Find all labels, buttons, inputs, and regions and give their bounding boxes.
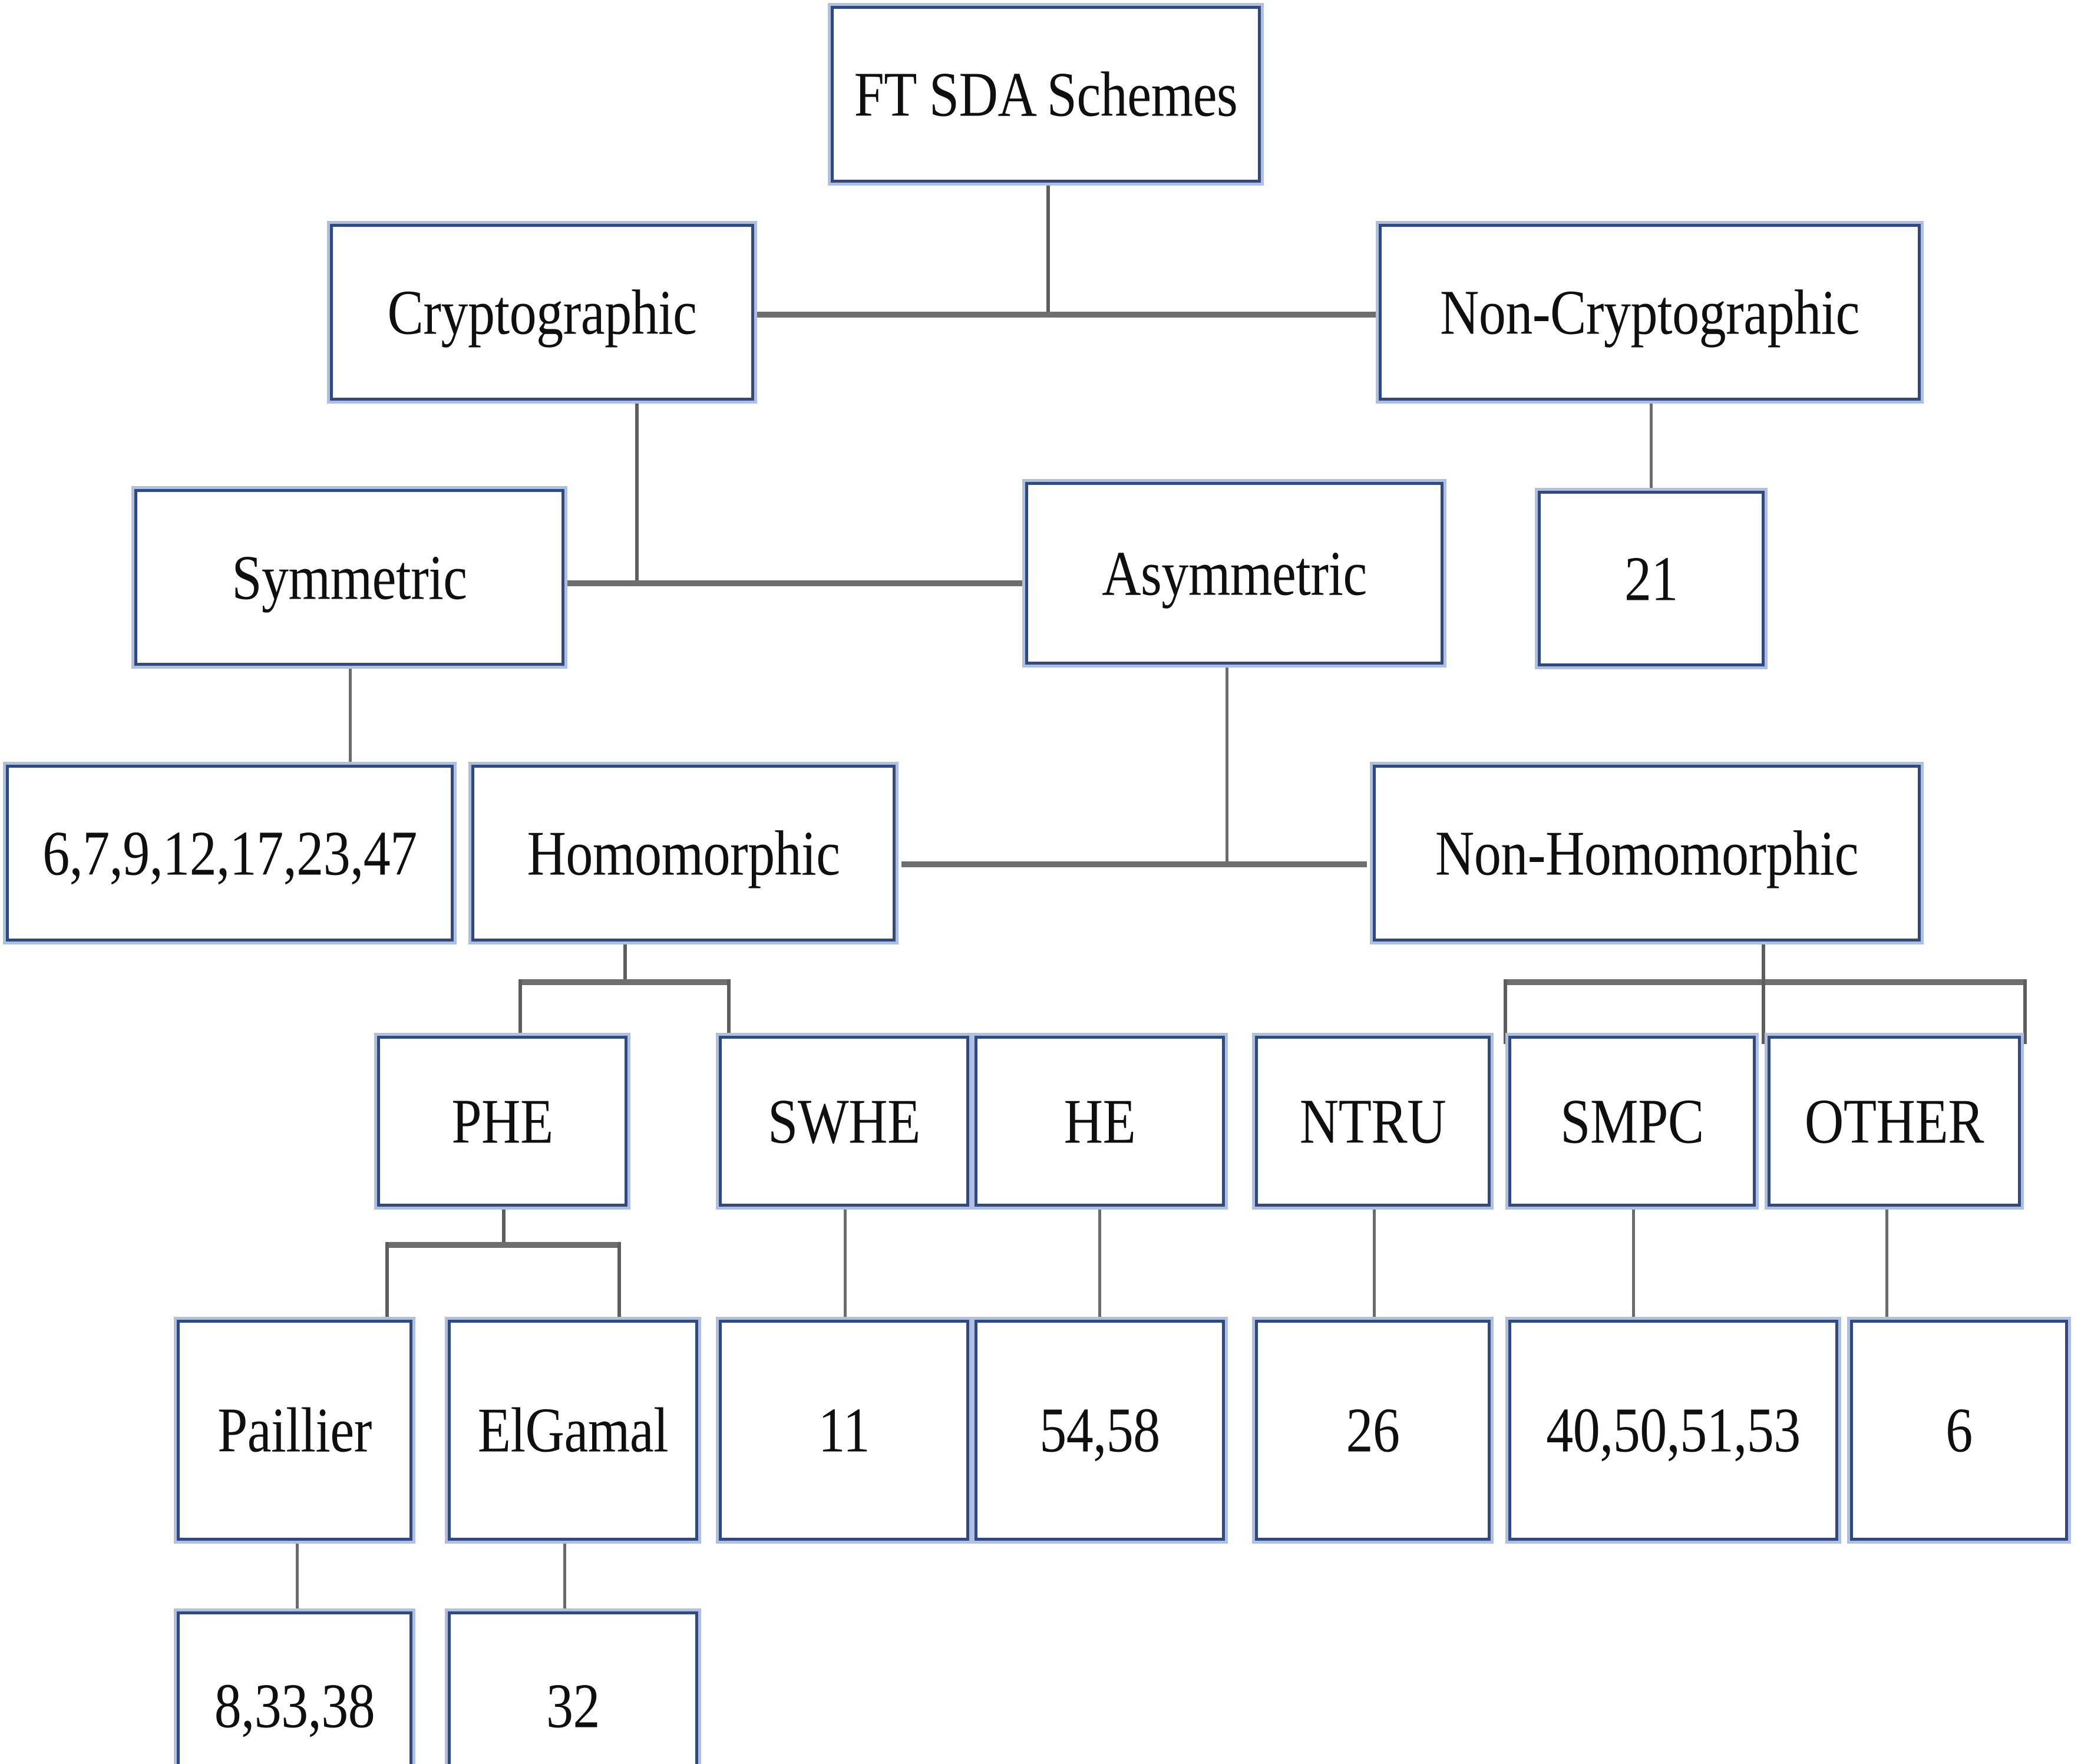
connector-phe-down	[502, 1205, 506, 1246]
connector-homomorphic-down	[623, 943, 627, 983]
connector-noncryptographic-to-21	[1650, 401, 1653, 492]
connector-elgamal-to-refs	[563, 1540, 566, 1612]
node-label: Homomorphic	[527, 817, 840, 888]
node-label: 32	[546, 1670, 600, 1741]
node-label: SWHE	[768, 1085, 920, 1157]
node-non-homomorphic[interactable]: Non-Homomorphic	[1373, 765, 1921, 942]
node-label: Symmetric	[232, 541, 467, 613]
node-asymmetric[interactable]: Asymmetric	[1025, 482, 1444, 665]
connector-level3-bus	[901, 861, 1367, 867]
node-label: 54,58	[1039, 1394, 1160, 1466]
node-label: Asymmetric	[1102, 537, 1367, 609]
connector-homomorphic-bus	[518, 979, 731, 985]
node-phe[interactable]: PHE	[377, 1036, 627, 1207]
node-smpc-refs[interactable]: 40,50,51,53	[1508, 1320, 1838, 1541]
connector-cryptographic-down	[635, 401, 639, 583]
connector-phe-bus	[385, 1242, 621, 1248]
node-label: NTRU	[1299, 1085, 1446, 1157]
connector-ntru-to-refs	[1373, 1205, 1376, 1320]
node-label: ElGamal	[477, 1394, 669, 1466]
node-label: SMPC	[1560, 1085, 1704, 1157]
connector-root-down	[1046, 180, 1050, 315]
node-label: PHE	[451, 1085, 553, 1157]
node-label: 11	[818, 1394, 870, 1466]
node-other-refs[interactable]: 6	[1850, 1320, 2068, 1541]
node-elgamal[interactable]: ElGamal	[448, 1320, 698, 1541]
node-label: Non-Cryptographic	[1439, 276, 1860, 348]
connector-bus-to-paillier	[385, 1242, 389, 1320]
node-label: 21	[1624, 543, 1679, 614]
node-he[interactable]: HE	[975, 1036, 1225, 1207]
node-label: 8,33,38	[214, 1670, 375, 1741]
node-cryptographic[interactable]: Cryptographic	[330, 224, 754, 401]
node-label: FT SDA Schemes	[854, 58, 1238, 130]
connector-bus-to-other	[2023, 979, 2027, 1044]
node-label: Cryptographic	[387, 276, 697, 348]
connector-swhe-to-refs	[844, 1205, 847, 1320]
node-homomorphic[interactable]: Homomorphic	[471, 765, 896, 942]
connector-bus-to-ntru	[1504, 979, 1507, 1044]
node-label: 40,50,51,53	[1546, 1394, 1801, 1466]
node-non-cryptographic[interactable]: Non-Cryptographic	[1379, 224, 1921, 401]
connector-nonhomomorphic-down	[1762, 943, 1765, 983]
connector-paillier-to-refs	[296, 1540, 299, 1612]
node-he-refs[interactable]: 54,58	[975, 1320, 1225, 1541]
node-paillier-refs[interactable]: 8,33,38	[177, 1611, 412, 1764]
node-label: 6,7,9,12,17,23,47	[42, 817, 417, 888]
node-paillier[interactable]: Paillier	[177, 1320, 412, 1541]
node-label: HE	[1063, 1085, 1136, 1157]
node-label: Paillier	[217, 1394, 372, 1466]
node-other[interactable]: OTHER	[1768, 1036, 2021, 1207]
connector-smpc-to-refs	[1632, 1205, 1635, 1320]
node-label: 6	[1945, 1394, 1973, 1466]
connector-bus-to-phe	[518, 979, 522, 1044]
node-symmetric-refs[interactable]: 6,7,9,12,17,23,47	[6, 765, 454, 942]
node-label: 26	[1346, 1394, 1400, 1466]
node-smpc[interactable]: SMPC	[1508, 1036, 1756, 1207]
connector-bus-to-elgamal	[617, 1242, 621, 1320]
node-ft-sda-schemes[interactable]: FT SDA Schemes	[831, 6, 1261, 183]
connector-asymmetric-down	[1226, 665, 1228, 865]
connector-level1-bus	[754, 312, 1379, 318]
node-swhe[interactable]: SWHE	[719, 1036, 969, 1207]
node-swhe-refs[interactable]: 11	[719, 1320, 969, 1541]
connector-other-to-refs	[1885, 1205, 1888, 1320]
node-elgamal-refs[interactable]: 32	[448, 1611, 698, 1764]
connector-nonhomomorphic-bus	[1504, 979, 2027, 985]
connector-he-to-refs	[1098, 1205, 1101, 1320]
node-noncryptographic-refs[interactable]: 21	[1538, 491, 1765, 666]
node-ntru-refs[interactable]: 26	[1255, 1320, 1491, 1541]
connector-bus-to-smpc	[1762, 979, 1765, 1044]
connector-bus-to-swhe	[727, 979, 731, 1044]
connector-symmetric-to-refs	[349, 665, 352, 765]
connector-level2-bus	[554, 580, 1025, 586]
node-ntru[interactable]: NTRU	[1255, 1036, 1491, 1207]
node-label: Non-Homomorphic	[1435, 817, 1859, 888]
node-symmetric[interactable]: Symmetric	[134, 489, 564, 666]
node-label: OTHER	[1804, 1085, 1984, 1157]
